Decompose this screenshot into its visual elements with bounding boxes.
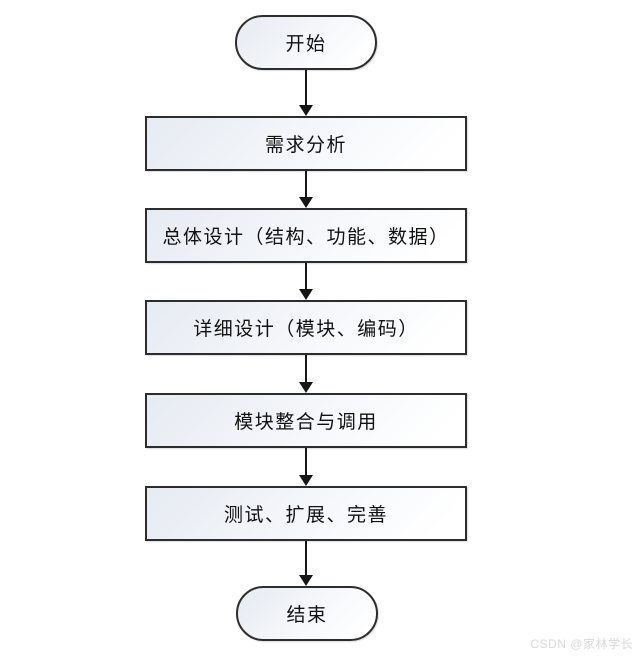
node-end-label: 结束 (286, 605, 328, 626)
node-testing-label: 测试、扩展、完善 (223, 505, 388, 526)
arrow-integration-to-testing (299, 448, 313, 486)
arrow-start-to-requirements (299, 70, 313, 116)
arrow-line (305, 448, 307, 475)
node-detailed-design-label: 详细设计（模块、编码） (193, 319, 419, 340)
arrow-detailed-design-to-integration (299, 355, 313, 393)
node-detailed-design: 详细设计（模块、编码） (145, 300, 467, 355)
arrow-down-icon (299, 575, 313, 586)
arrow-down-icon (299, 289, 313, 300)
arrow-down-icon (299, 475, 313, 486)
node-integration-label: 模块整合与调用 (234, 412, 378, 433)
arrow-overall-design-to-detailed-design (299, 263, 313, 300)
node-testing: 测试、扩展、完善 (145, 486, 467, 541)
arrow-testing-to-end (299, 541, 313, 586)
arrow-down-icon (299, 382, 313, 393)
node-start-label: 开始 (285, 34, 327, 55)
node-start: 开始 (235, 15, 377, 70)
arrow-line (305, 70, 307, 105)
node-overall-design-label: 总体设计（结构、功能、数据） (162, 227, 450, 248)
arrow-line (305, 171, 307, 197)
node-integration: 模块整合与调用 (145, 393, 467, 448)
node-requirements: 需求分析 (145, 116, 467, 171)
watermark: CSDN @家林学长 (530, 637, 633, 651)
arrow-line (305, 541, 307, 575)
node-overall-design: 总体设计（结构、功能、数据） (145, 208, 467, 263)
arrow-requirements-to-overall-design (299, 171, 313, 208)
arrow-down-icon (299, 105, 313, 116)
arrow-line (305, 263, 307, 289)
arrow-down-icon (299, 197, 313, 208)
node-requirements-label: 需求分析 (264, 135, 347, 156)
arrow-line (305, 355, 307, 382)
node-end: 结束 (236, 586, 378, 641)
